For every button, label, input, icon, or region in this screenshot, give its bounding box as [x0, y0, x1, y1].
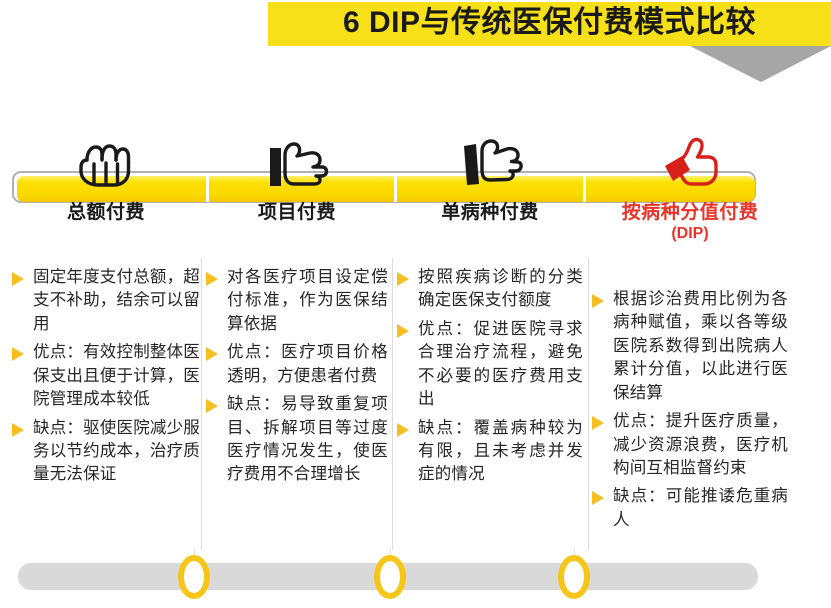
- triangle-bullet-icon: [397, 417, 413, 437]
- triangle-bullet-icon: [206, 393, 222, 414]
- triangle-bullet-icon: [397, 266, 413, 286]
- bullet-text: 固定年度支付总额，超支不补助，结余可以留用: [33, 268, 200, 333]
- header-band-fill: [17, 176, 755, 202]
- timeline-node[interactable]: [558, 555, 590, 599]
- column-4-bullets: 根据诊治费用比例为各病种赋值，乘以各等级医院系数得到出院病人累计分值，以此进行医…: [592, 288, 788, 537]
- list-item: 缺点：可能推诿危重病人: [592, 485, 788, 532]
- column-divider-1: [201, 258, 202, 550]
- title-banner: 6 DIP与传统医保付费模式比较: [268, 2, 831, 46]
- column-3-title: 单病种付费: [441, 202, 539, 223]
- column-4-title: 按病种分值付费: [621, 202, 759, 223]
- hand-point-icon: [206, 140, 388, 188]
- list-item: 缺点：易导致重复项目、拆解项目等过度医疗情况发生，使医疗费用不合理增长: [206, 393, 388, 487]
- list-item: 优点：促进医院寻求合理治疗流程，避免不必要的医疗费用支出: [397, 318, 583, 412]
- list-item: 根据诊治费用比例为各病种赋值，乘以各等级医院系数得到出院病人累计分值，以此进行医…: [592, 288, 788, 405]
- bullet-text: 优点：有效控制整体医保支出且便于计算，医院管理成本较低: [33, 343, 200, 409]
- column-4-subtitle: (DIP): [671, 224, 709, 242]
- list-item: 缺点：驱使医院减少服务以节约成本，治疗质量无法保证: [12, 417, 200, 487]
- bullet-text: 对各医疗项目设定偿付标准，作为医保结算依据: [227, 268, 388, 333]
- bullet-text: 缺点：易导致重复项目、拆解项目等过度医疗情况发生，使医疗费用不合理增长: [227, 395, 388, 484]
- bullet-text: 缺点：可能推诿危重病人: [613, 487, 788, 529]
- column-2-title: 项目付费: [257, 202, 336, 223]
- column-1-header: 总额付费: [12, 202, 200, 224]
- bullet-text: 缺点：驱使医院减少服务以节约成本，治疗质量无法保证: [33, 418, 200, 484]
- triangle-bullet-icon: [592, 288, 608, 308]
- bullet-text: 按照疾病诊断的分类确定医保支付额度: [418, 268, 583, 310]
- triangle-bullet-icon: [397, 318, 413, 338]
- bullet-text: 优点：提升医疗质量，减少资源浪费，医疗机构间互相监督约束: [613, 412, 788, 477]
- title-arrow-shape: [690, 46, 831, 82]
- triangle-bullet-icon: [592, 485, 608, 506]
- timeline-node[interactable]: [178, 555, 210, 599]
- column-divider-3: [588, 258, 589, 550]
- header-band: [12, 171, 756, 203]
- band-separator-1: [206, 176, 209, 202]
- column-divider-2: [392, 258, 393, 550]
- bullet-text: 优点：医疗项目价格透明，方便患者付费: [227, 343, 388, 385]
- list-item: 缺点：覆盖病种较为有限，且未考虑并发症的情况: [397, 417, 583, 487]
- list-item: 固定年度支付总额，超支不补助，结余可以留用: [12, 266, 200, 336]
- column-2-header: 项目付费: [206, 202, 388, 224]
- list-item: 优点：有效控制整体医保支出且便于计算，医院管理成本较低: [12, 341, 200, 411]
- column-2-bullets: 对各医疗项目设定偿付标准，作为医保结算依据 优点：医疗项目价格透明，方便患者付费…: [206, 266, 388, 492]
- triangle-bullet-icon: [206, 341, 222, 362]
- thumbs-up-red-icon: [592, 137, 788, 188]
- list-item: 优点：医疗项目价格透明，方便患者付费: [206, 341, 388, 388]
- triangle-bullet-icon: [592, 410, 608, 431]
- timeline-node[interactable]: [374, 555, 406, 599]
- column-3-header: 单病种付费: [397, 202, 583, 224]
- page-title: 6 DIP与传统医保付费模式比较: [342, 6, 757, 39]
- bullet-text: 优点：促进医院寻求合理治疗流程，避免不必要的医疗费用支出: [418, 319, 583, 409]
- column-1-bullets: 固定年度支付总额，超支不补助，结余可以留用 优点：有效控制整体医保支出且便于计算…: [12, 266, 200, 492]
- band-separator-2: [394, 176, 397, 202]
- header-band-shell: [12, 171, 756, 203]
- column-3-bullets: 按照疾病诊断的分类确定医保支付额度 优点：促进医院寻求合理治疗流程，避免不必要的…: [397, 266, 583, 492]
- list-item: 按照疾病诊断的分类确定医保支付额度: [397, 266, 583, 313]
- triangle-bullet-icon: [12, 266, 28, 286]
- fist-icon: [12, 140, 200, 188]
- triangle-bullet-icon: [12, 417, 28, 437]
- bullet-text: 缺点：覆盖病种较为有限，且未考虑并发症的情况: [418, 418, 583, 484]
- column-4-header: 按病种分值付费 (DIP): [592, 202, 788, 243]
- hand-thumb-icon: [397, 139, 583, 188]
- column-1-title: 总额付费: [66, 202, 145, 223]
- triangle-bullet-icon: [12, 341, 28, 362]
- list-item: 优点：提升医疗质量，减少资源浪费，医疗机构间互相监督约束: [592, 410, 788, 480]
- list-item: 对各医疗项目设定偿付标准，作为医保结算依据: [206, 266, 388, 336]
- triangle-bullet-icon: [206, 266, 222, 286]
- band-separator-3: [583, 176, 586, 202]
- bullet-text: 根据诊治费用比例为各病种赋值，乘以各等级医院系数得到出院病人累计分值，以此进行医…: [613, 290, 788, 402]
